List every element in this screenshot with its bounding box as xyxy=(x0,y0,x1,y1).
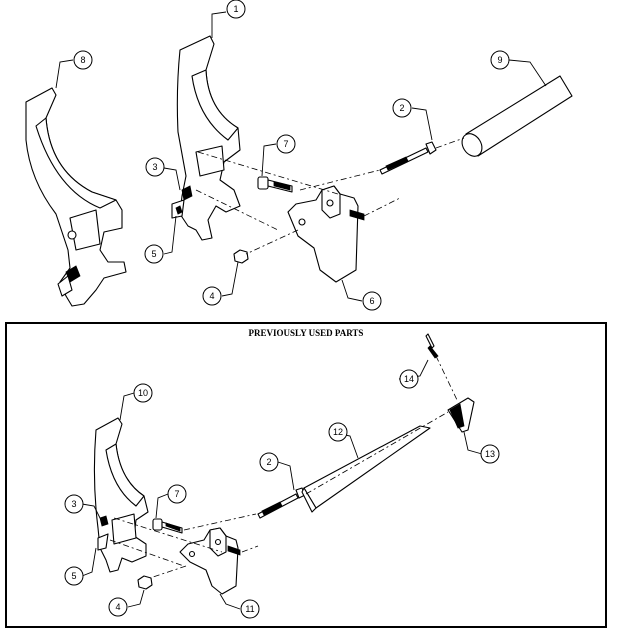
callout-7: 7 xyxy=(276,134,296,154)
svg-text:2: 2 xyxy=(399,103,404,113)
part-9-tube xyxy=(461,75,573,157)
previously-used-parts-panel xyxy=(5,322,607,628)
callout-2b: 2 xyxy=(259,452,279,472)
svg-text:2: 2 xyxy=(266,457,271,467)
callout-12: 12 xyxy=(328,422,348,442)
callout-8: 8 xyxy=(73,50,93,70)
callout-9: 9 xyxy=(490,50,510,70)
callout-11: 11 xyxy=(240,599,260,619)
part-12-strip xyxy=(301,425,431,513)
part-2-pin xyxy=(379,141,437,175)
svg-text:9: 9 xyxy=(497,55,502,65)
callout-5b: 5 xyxy=(64,566,84,586)
svg-text:10: 10 xyxy=(138,388,148,398)
part-11-plate xyxy=(179,527,241,595)
callout-6: 6 xyxy=(362,291,382,311)
callout-13: 13 xyxy=(480,444,500,464)
callout-5: 5 xyxy=(144,244,164,264)
svg-text:5: 5 xyxy=(71,571,76,581)
svg-text:1: 1 xyxy=(233,4,238,14)
callout-10: 10 xyxy=(133,383,153,403)
part-14-screw xyxy=(425,333,439,359)
svg-text:6: 6 xyxy=(369,296,374,306)
svg-text:13: 13 xyxy=(485,449,495,459)
callout-7b: 7 xyxy=(167,484,187,504)
part-2b-pin xyxy=(257,487,306,519)
svg-text:7: 7 xyxy=(174,489,179,499)
part-4-nut xyxy=(233,249,249,264)
svg-text:8: 8 xyxy=(80,55,85,65)
part-10-bracket xyxy=(93,417,149,573)
bottom-assembly xyxy=(93,333,475,595)
callout-1: 1 xyxy=(226,0,246,19)
part-13-wedge xyxy=(447,397,475,433)
svg-text:3: 3 xyxy=(71,499,76,509)
part-7b-bolt xyxy=(152,518,183,534)
svg-text:3: 3 xyxy=(152,162,157,172)
svg-text:7: 7 xyxy=(283,139,288,149)
svg-text:4: 4 xyxy=(115,602,120,612)
svg-text:12: 12 xyxy=(333,427,343,437)
svg-text:5: 5 xyxy=(151,249,156,259)
callout-3b: 3 xyxy=(64,494,84,514)
callout-4b: 4 xyxy=(108,597,128,617)
svg-text:14: 14 xyxy=(404,374,414,384)
svg-text:4: 4 xyxy=(209,291,214,301)
panel-title: PREVIOUSLY USED PARTS xyxy=(249,328,364,338)
svg-text:11: 11 xyxy=(245,604,254,614)
callout-14: 14 xyxy=(399,369,419,389)
callout-2: 2 xyxy=(392,98,412,118)
callout-4: 4 xyxy=(202,286,222,306)
part-4b-nut xyxy=(137,575,153,590)
part-7-bolt xyxy=(257,176,293,193)
top-assembly xyxy=(25,35,573,307)
part-1-bracket xyxy=(171,35,241,241)
part-6-plate xyxy=(287,185,365,283)
callout-3: 3 xyxy=(145,157,165,177)
part-8-bracket xyxy=(25,87,127,307)
